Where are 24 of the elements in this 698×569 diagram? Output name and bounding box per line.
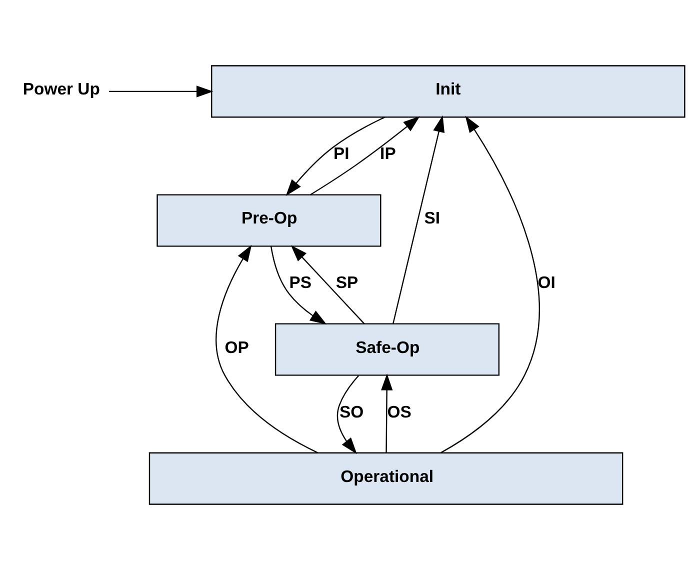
arrow [286, 116, 386, 196]
arrow [216, 244, 318, 453]
arrow [381, 373, 393, 452]
edge-label: IP [380, 144, 396, 163]
node-box: Operational [148, 452, 624, 504]
edge-label: SO [339, 402, 364, 421]
arrow [290, 244, 365, 324]
edge-label: OP [224, 337, 249, 356]
arrow [336, 374, 359, 454]
node-text: Power Up [22, 79, 100, 98]
node-box: Safe-Op [274, 322, 500, 376]
arrow [109, 85, 214, 97]
node-box: Init [211, 64, 686, 118]
edge-label: PS [289, 272, 312, 292]
node-box: Pre-Op [156, 194, 382, 246]
arrow [440, 115, 540, 453]
arrow [270, 246, 327, 324]
arrow [310, 116, 420, 195]
edge-label: PI [333, 144, 350, 163]
edge-label: OI [538, 272, 556, 292]
edge-label: OS [387, 402, 412, 421]
arrow [392, 114, 445, 324]
edge-label: SP [336, 272, 358, 292]
edge-label: SI [424, 208, 440, 228]
